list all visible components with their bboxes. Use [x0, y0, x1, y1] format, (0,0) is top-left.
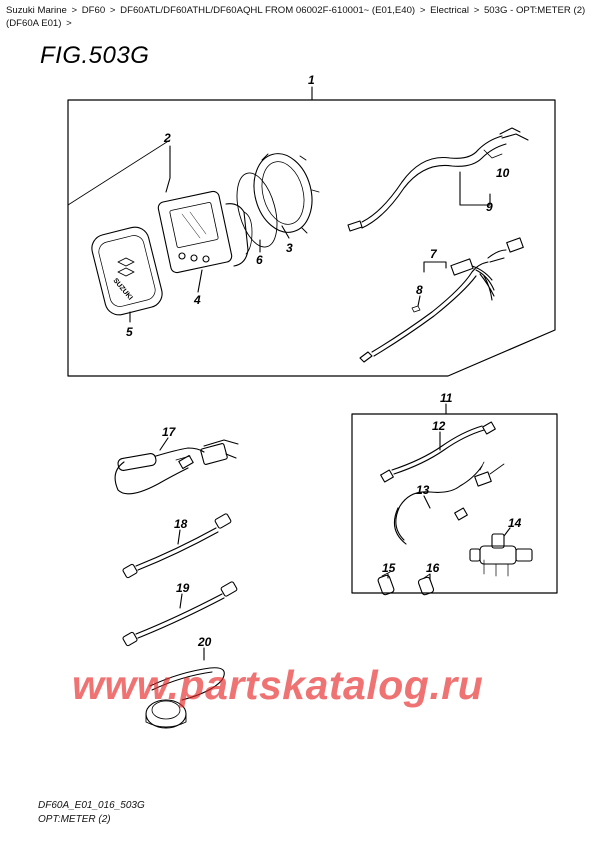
figure-title: FIG.503G: [40, 42, 150, 69]
kit-11-outline: [351, 413, 558, 594]
kit-outline-inner: [67, 139, 171, 206]
gauge-20-part: [145, 667, 225, 729]
callout-6[interactable]: 6: [256, 253, 263, 267]
callout-20[interactable]: 20: [197, 635, 212, 649]
breadcrumb-link-electrical[interactable]: Electrical: [430, 5, 470, 16]
callout-1[interactable]: 1: [308, 73, 315, 87]
leader-line-13: [423, 495, 431, 509]
leader-line-19: [179, 593, 183, 609]
leader-line-2: [165, 145, 171, 193]
leader-line-14: [503, 527, 511, 537]
leader-line-17: [159, 437, 169, 451]
callout-11[interactable]: 11: [440, 391, 453, 405]
footer-caption: OPT:METER (2): [38, 814, 111, 825]
breadcrumb-separator: >: [473, 5, 480, 16]
breadcrumb-current-page: 503G - OPT:METER (2) (DF60A E01): [6, 5, 586, 29]
nut-ring-part: [253, 153, 320, 234]
callout-3[interactable]: 3: [286, 241, 293, 255]
callout-14[interactable]: 14: [508, 516, 522, 530]
terminator-16-part: [417, 573, 435, 596]
cable-19-part: [122, 581, 238, 647]
cable-13-part: [393, 461, 505, 545]
breadcrumb-link-model[interactable]: DF60ATL/DF60ATHL/DF60AQHL FROM 06002F-61…: [120, 5, 416, 16]
callout-19[interactable]: 19: [176, 581, 190, 595]
leader-line-7: [423, 261, 447, 273]
leader-line-4: [197, 269, 203, 293]
callout-2[interactable]: 2: [163, 131, 171, 145]
callout-16[interactable]: 16: [426, 561, 440, 575]
breadcrumb: Suzuki Marine > DF60 > DF60ATL/DF60ATHL/…: [6, 4, 594, 30]
callout-17[interactable]: 17: [162, 425, 177, 439]
cable-18-part: [122, 513, 232, 579]
callout-9[interactable]: 9: [486, 200, 493, 214]
o-ring-part: [236, 172, 278, 248]
faceplate-part: SUZUKI: [91, 226, 163, 316]
callout-15[interactable]: 15: [382, 561, 396, 575]
cable-12-part: [380, 421, 496, 483]
leader-line-18: [177, 529, 181, 545]
callout-18[interactable]: 18: [174, 517, 188, 531]
callout-5[interactable]: 5: [126, 325, 133, 339]
breadcrumb-separator: >: [66, 18, 72, 29]
breadcrumb-separator: >: [109, 5, 116, 16]
callout-13[interactable]: 13: [416, 483, 430, 497]
callout-8[interactable]: 8: [416, 283, 423, 297]
callout-7[interactable]: 7: [430, 247, 438, 261]
tee-connector-part: [469, 533, 533, 577]
leader-line-10: [459, 171, 491, 206]
footer-code: DF60A_E01_016_503G: [38, 800, 145, 811]
harness-9-part: [347, 127, 529, 232]
breadcrumb-separator: >: [419, 5, 426, 16]
callout-4[interactable]: 4: [193, 293, 201, 307]
harness-7-part: [359, 237, 524, 363]
gauge-body-part: [157, 190, 253, 274]
sensor-17-part: [114, 439, 239, 495]
leader-line-3: [281, 225, 290, 239]
terminator-15-part: [377, 571, 395, 596]
breadcrumb-link-suzuki-marine[interactable]: Suzuki Marine: [6, 5, 67, 16]
breadcrumb-link-df60[interactable]: DF60: [81, 5, 106, 16]
svg-text:SUZUKI: SUZUKI: [112, 277, 134, 302]
callout-10[interactable]: 10: [496, 166, 510, 180]
callout-12[interactable]: 12: [432, 419, 446, 433]
breadcrumb-separator: >: [71, 5, 78, 16]
leader-line-8: [417, 295, 421, 307]
watermark: www.partskatalog.ru: [72, 662, 484, 708]
